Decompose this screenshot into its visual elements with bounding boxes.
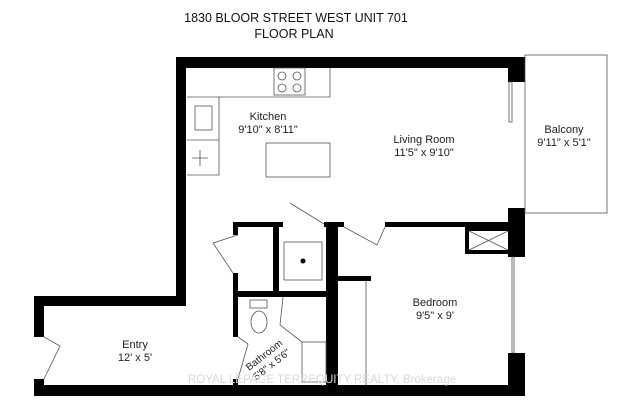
vanity-icon	[301, 341, 327, 383]
room-name-kitchen: Kitchen	[250, 111, 287, 123]
closet-door	[289, 202, 325, 225]
closet-door	[212, 234, 239, 274]
shower-icon	[283, 241, 323, 281]
toilet-icon	[250, 310, 268, 334]
entry-door	[43, 336, 61, 380]
dishwasher-icon	[192, 150, 208, 166]
bathroom-door	[237, 336, 249, 380]
sink-icon	[194, 105, 213, 131]
bedroom-door	[343, 226, 386, 246]
brokerage-watermark: ROYAL LEPAGE TERREQUITY REALTY, Brokerag…	[188, 374, 456, 386]
window	[508, 81, 513, 123]
room-name-balcony: Balcony	[544, 124, 584, 136]
plan-subtitle: FLOOR PLAN	[254, 27, 333, 41]
room-name-bedroom: Bedroom	[413, 297, 458, 309]
room-size-bedroom: 9'5" x 9'	[416, 310, 454, 322]
room-name-living: Living Room	[393, 134, 454, 146]
plan-address-title: 1830 BLOOR STREET WEST UNIT 701	[184, 11, 408, 25]
walls	[34, 57, 525, 396]
room-size-living: 11'5" x 9'10"	[394, 147, 454, 159]
room-size-kitchen: 9'10" x 8'11"	[238, 124, 298, 136]
room-size-entry: 12' x 5'	[118, 352, 152, 364]
room-size-balcony: 9'11" x 5'1"	[537, 137, 590, 149]
window	[511, 256, 515, 354]
fixtures	[43, 54, 608, 385]
balcony-outline	[524, 54, 608, 214]
room-name-entry: Entry	[122, 339, 148, 351]
stove-icon	[273, 67, 306, 96]
kitchen-island	[265, 142, 331, 178]
